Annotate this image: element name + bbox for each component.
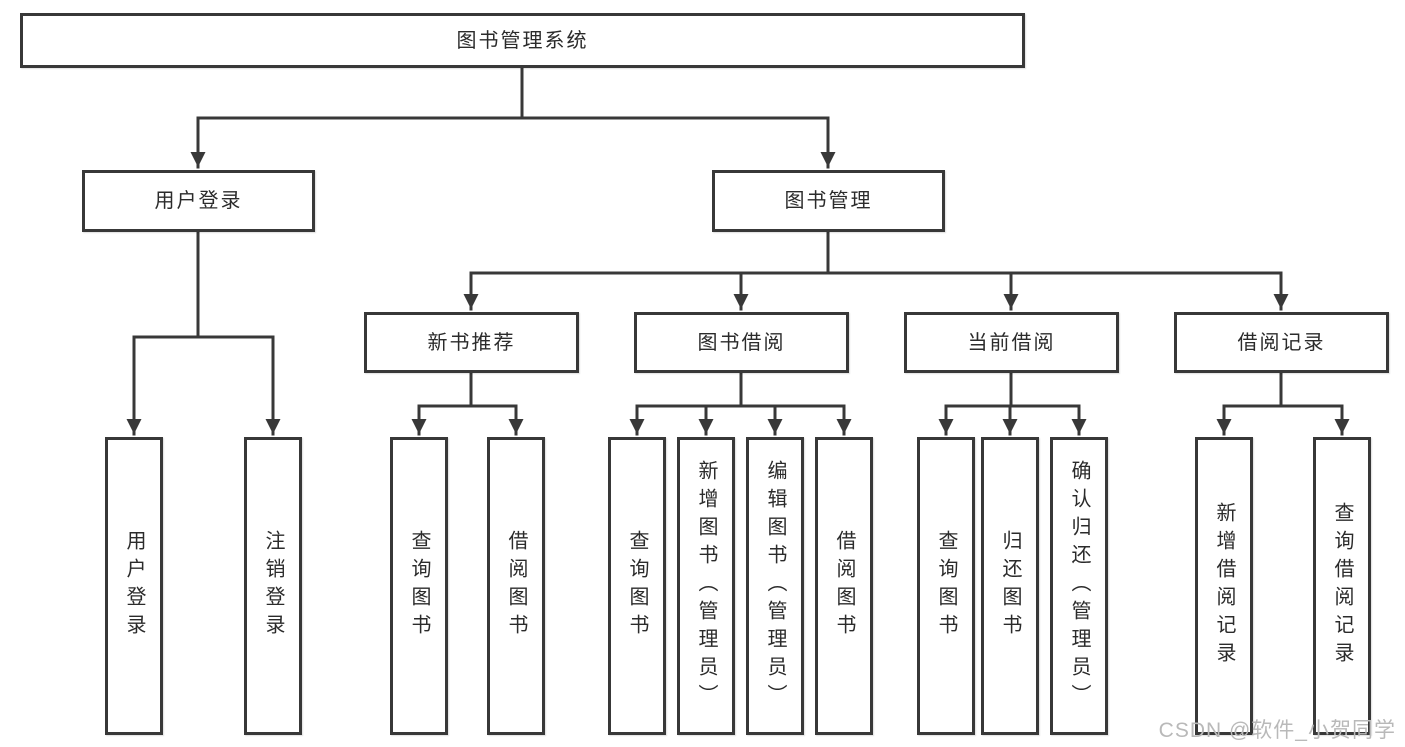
node-leaf-cb-return-books: 归还图书 xyxy=(981,437,1039,735)
node-borrowing-records: 借阅记录 xyxy=(1174,312,1389,373)
node-leaf-bb-query-books: 查询图书 xyxy=(608,437,666,735)
node-leaf-bb-borrow-books: 借阅图书 xyxy=(815,437,873,735)
node-leaf-bb-add-books-admin: 新增图书（管理员） xyxy=(677,437,735,735)
node-leaf-bb-edit-books-admin: 编辑图书（管理员） xyxy=(746,437,804,735)
node-library-system: 图书管理系统 xyxy=(20,13,1025,68)
node-new-book-recommend: 新书推荐 xyxy=(364,312,579,373)
node-leaf-br-add-record: 新增借阅记录 xyxy=(1195,437,1253,735)
node-leaf-user-login: 用户登录 xyxy=(105,437,163,735)
node-leaf-cb-confirm-return-admin: 确认归还（管理员） xyxy=(1050,437,1108,735)
node-leaf-nbr-query-books: 查询图书 xyxy=(390,437,448,735)
node-user-login: 用户登录 xyxy=(82,170,315,232)
node-leaf-cb-query-books: 查询图书 xyxy=(917,437,975,735)
node-leaf-br-query-record: 查询借阅记录 xyxy=(1313,437,1371,735)
node-leaf-nbr-borrow-books: 借阅图书 xyxy=(487,437,545,735)
csdn-watermark: CSDN @软件_小贺同学 xyxy=(1158,719,1396,742)
node-book-management: 图书管理 xyxy=(712,170,945,232)
node-current-borrowing: 当前借阅 xyxy=(904,312,1119,373)
node-leaf-logout: 注销登录 xyxy=(244,437,302,735)
node-book-borrowing: 图书借阅 xyxy=(634,312,849,373)
